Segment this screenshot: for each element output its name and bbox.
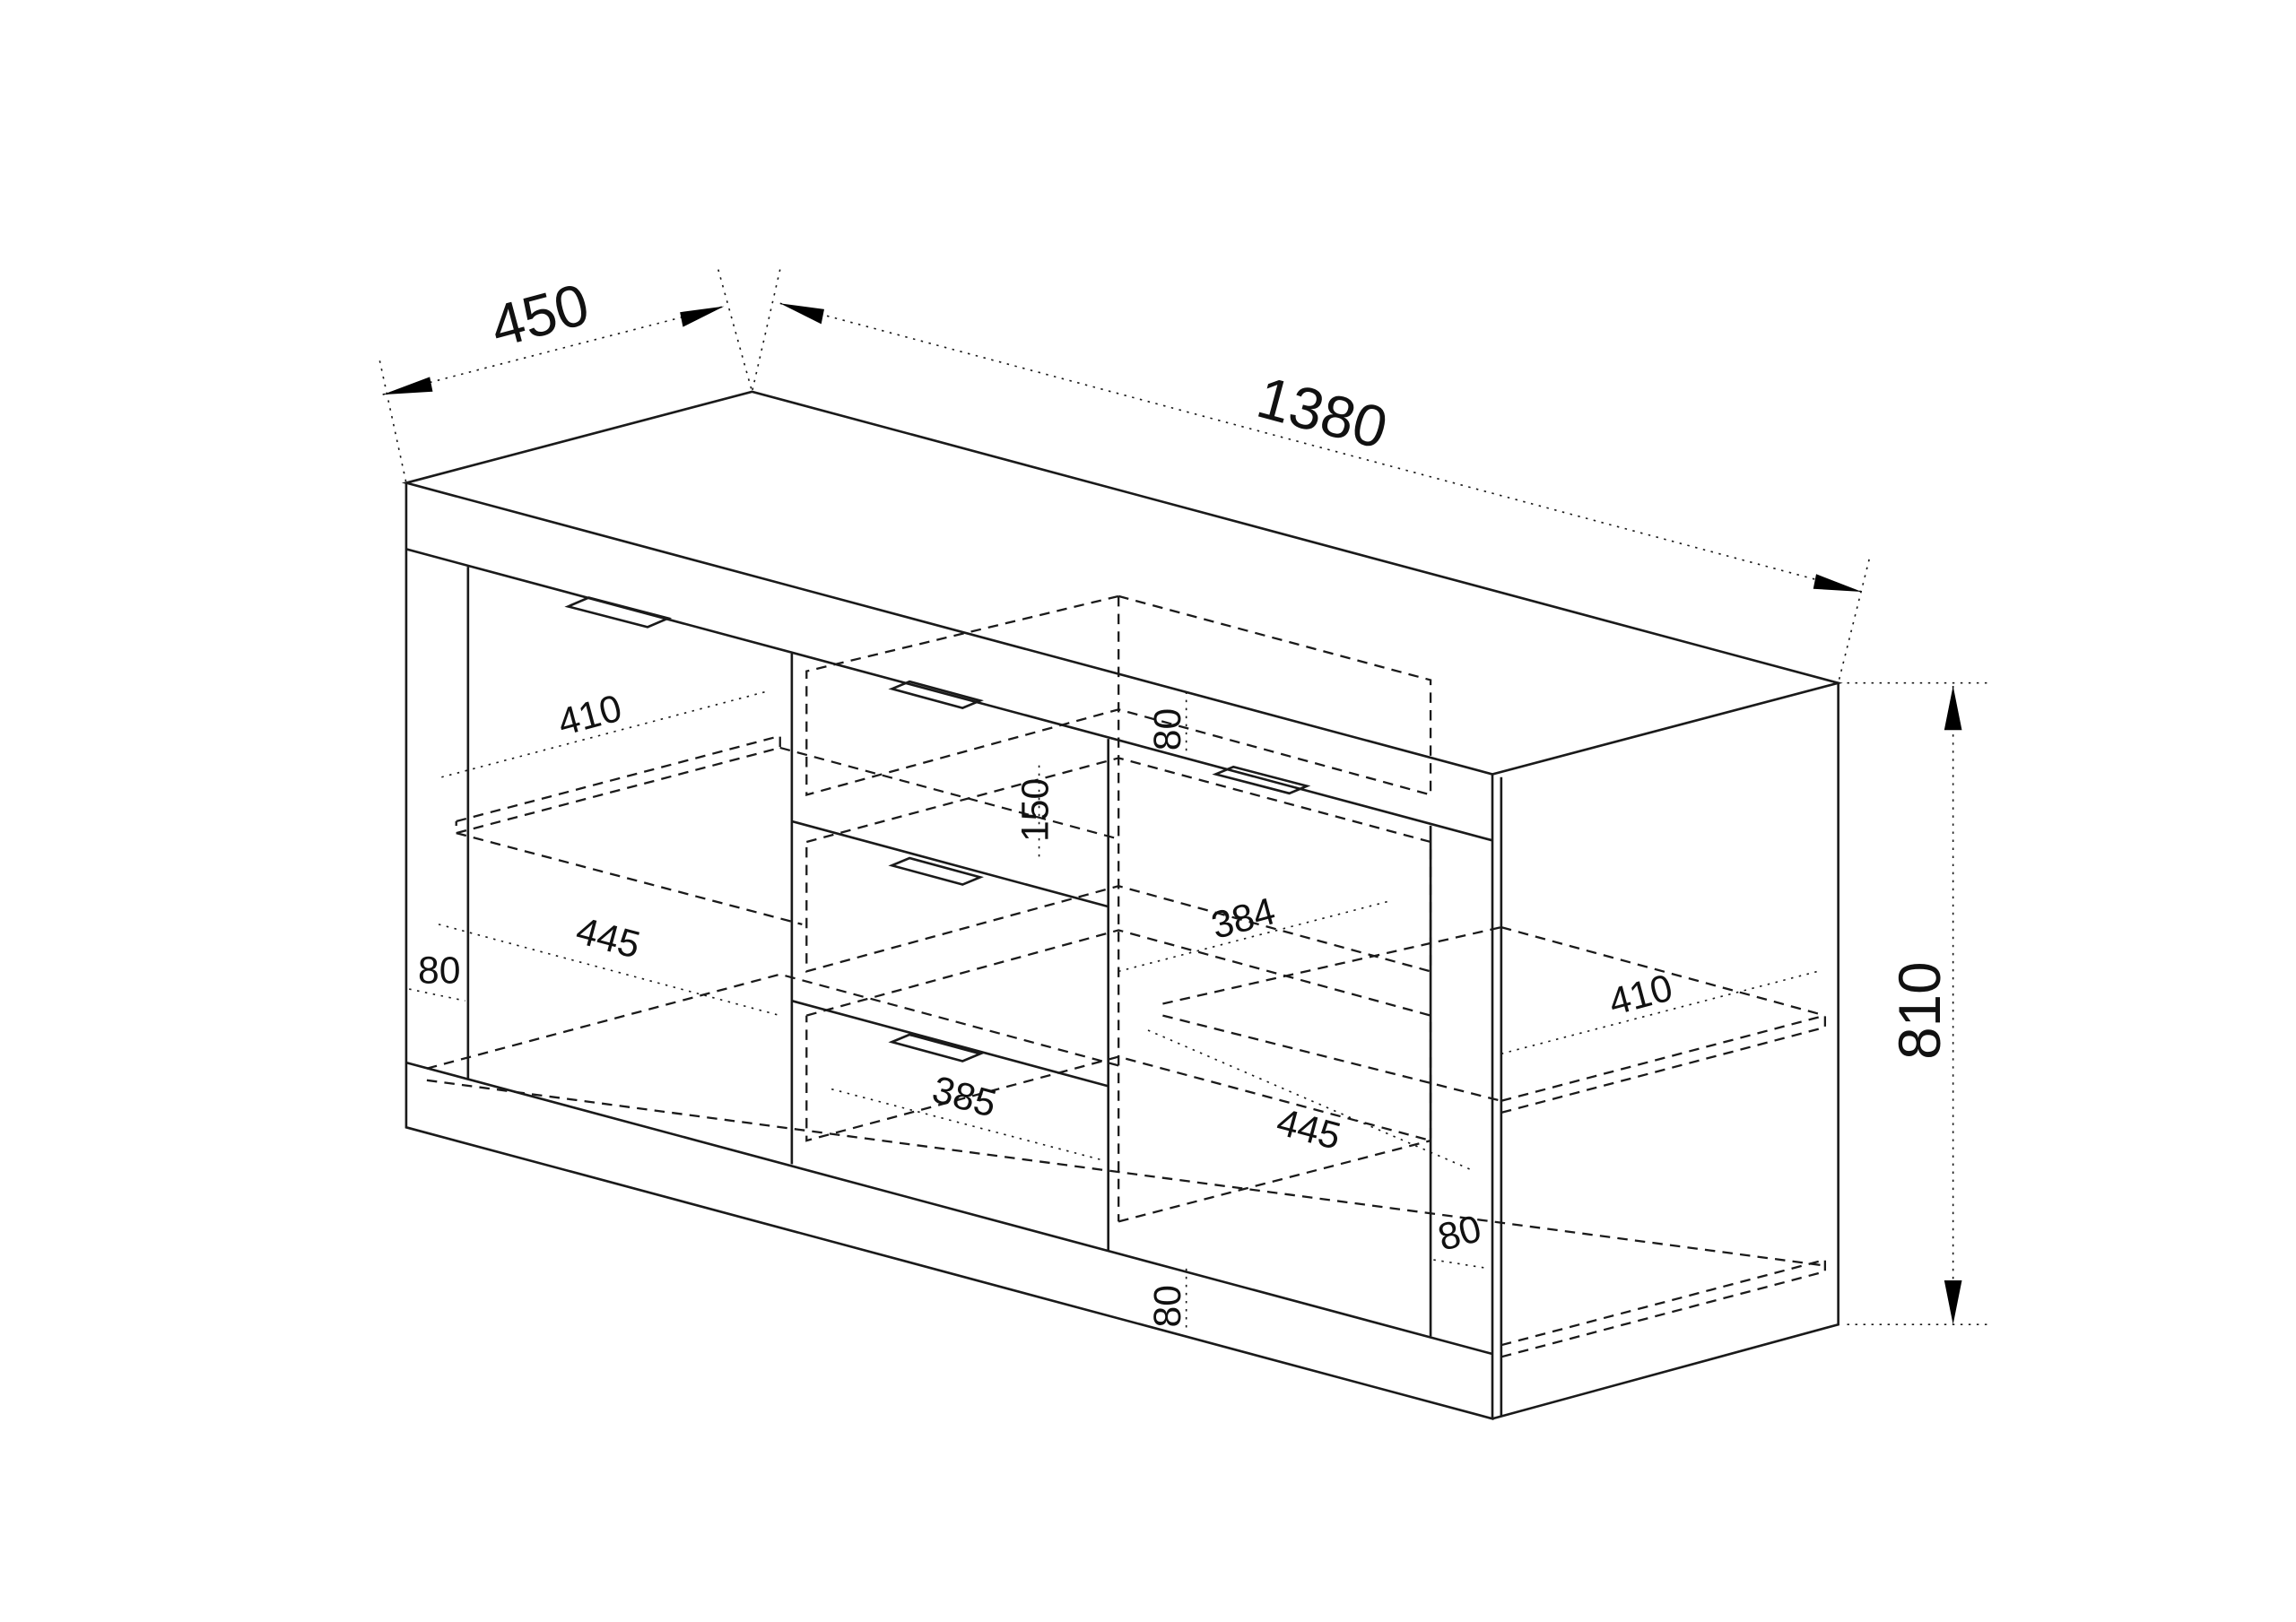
drawer-height-label: 150 <box>1013 778 1057 842</box>
hidden-shelves <box>426 594 1827 1358</box>
left-shelf-width-label: 445 <box>571 909 644 967</box>
left-shelf-depth-label: 410 <box>553 687 626 745</box>
center-plinth-label: 80 <box>1146 1285 1189 1327</box>
cabinet-outline <box>401 390 1843 1420</box>
right-inner-width-label: 384 <box>1207 889 1280 948</box>
overall-height-label: 810 <box>1887 961 1952 1060</box>
dimension-lines <box>378 269 1987 1331</box>
right-shelf-width-label: 445 <box>1273 1100 1345 1158</box>
right-shelf-depth-label: 410 <box>1605 966 1677 1024</box>
drawer-width-label: 385 <box>928 1068 1001 1126</box>
overall-width-label: 1380 <box>1251 364 1395 461</box>
top-gap-label: 80 <box>1146 708 1189 750</box>
overall-depth-label: 450 <box>483 271 596 360</box>
right-plinth-label: 80 <box>1433 1207 1485 1260</box>
handles <box>564 596 1311 1063</box>
left-plinth-label: 80 <box>418 950 460 993</box>
